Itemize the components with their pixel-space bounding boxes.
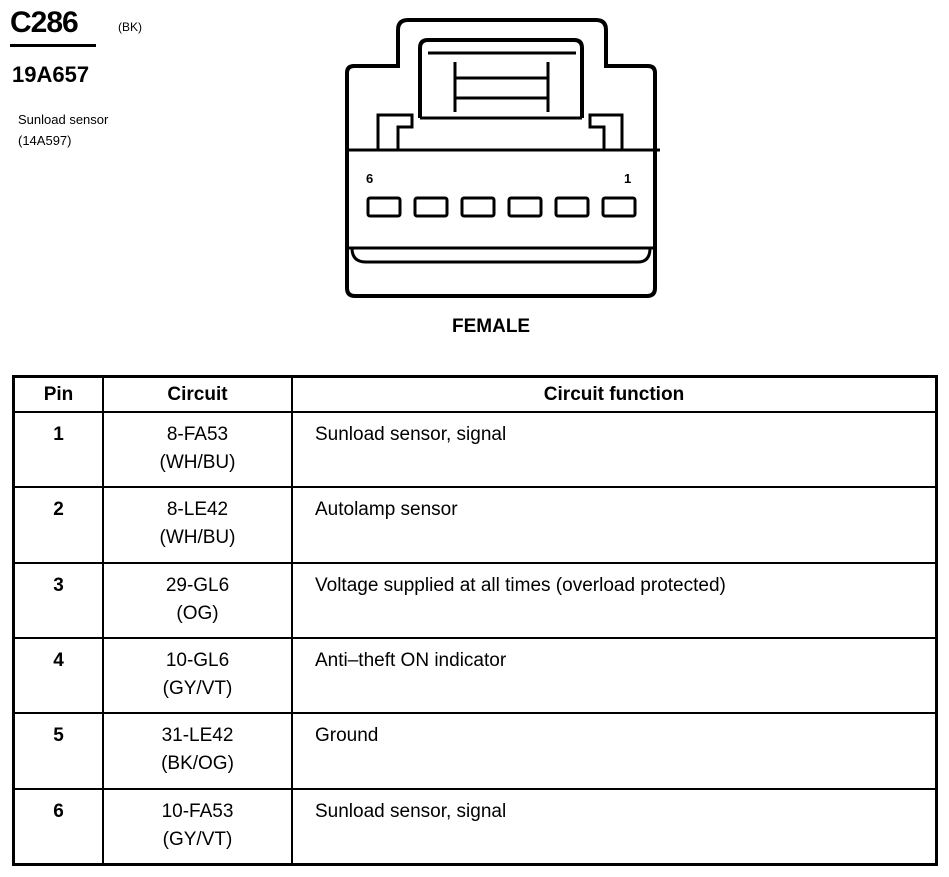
- wire-color: (GY/VT): [162, 677, 233, 699]
- circuit-function: Sunload sensor, signal: [291, 787, 938, 866]
- circuit-code: 29-GL6: [165, 574, 230, 596]
- pin-cavity-5: [413, 196, 449, 218]
- pin-number: 1: [12, 410, 104, 489]
- connector-face-diagram: 6 1: [345, 18, 660, 298]
- pin-number: 2: [12, 486, 104, 564]
- table-row: 3 29-GL6 (OG) Voltage supplied at all tim…: [12, 561, 938, 639]
- pin-cavity-1: [601, 196, 637, 218]
- latch-inner: [418, 38, 584, 118]
- pin-cavity-3: [507, 196, 543, 218]
- table-header-row: Pin Circuit Circuit function: [12, 375, 938, 413]
- pin-number: 5: [12, 712, 104, 790]
- tab-left: [376, 113, 414, 150]
- header-pin: Pin: [12, 375, 104, 413]
- table-row: 6 10-FA53 (GY/VT) Sunload sensor, signal: [12, 787, 938, 866]
- header-function: Circuit function: [291, 375, 938, 413]
- circuit-function: Autolamp sensor: [291, 486, 938, 564]
- circuit-cell: 10-FA53 (GY/VT): [102, 787, 293, 866]
- circuit-function: Anti–theft ON indicator: [291, 636, 938, 715]
- header-circuit: Circuit: [102, 375, 293, 413]
- circuit-cell: 8-FA53 (WH/BU): [102, 410, 293, 489]
- wire-color: (WH/BU): [159, 452, 236, 473]
- view-label: FEMALE: [452, 316, 531, 337]
- pin-cavity-4: [460, 196, 496, 218]
- circuit-code: 31-LE42: [161, 725, 234, 747]
- pin-label-1: 1: [624, 171, 631, 186]
- connector-id: C286: [10, 6, 79, 39]
- table-row: 5 31-LE42 (BK/OG) Ground: [12, 712, 938, 790]
- connector-id-underline: [10, 44, 96, 47]
- latch-outer: [345, 18, 657, 150]
- circuit-code: 8-LE42: [166, 499, 229, 521]
- wire-color: (GY/VT): [162, 828, 233, 850]
- circuit-cell: 8-LE42 (WH/BU): [102, 486, 293, 564]
- circuit-code: 8-FA53: [166, 424, 229, 445]
- part-number: 19A657: [12, 62, 90, 87]
- circuit-code: 10-GL6: [165, 649, 230, 671]
- pin-cavity-2: [554, 196, 590, 218]
- tab-right: [588, 113, 624, 150]
- pin-number: 3: [12, 561, 104, 639]
- connector-color: (BK): [118, 20, 142, 34]
- pin-label-6: 6: [366, 171, 373, 186]
- circuit-function: Ground: [291, 712, 938, 790]
- circuit-cell: 31-LE42 (BK/OG): [102, 712, 293, 790]
- circuit-function: Voltage supplied at all times (overload …: [291, 561, 938, 639]
- pin-number: 4: [12, 636, 104, 715]
- circuit-cell: 10-GL6 (GY/VT): [102, 636, 293, 715]
- circuit-function: Sunload sensor, signal: [291, 410, 938, 489]
- wire-color: (WH/BU): [159, 527, 236, 549]
- pin-number: 6: [12, 787, 104, 866]
- table-row: 1 8-FA53 (WH/BU) Sunload sensor, signal: [12, 410, 938, 489]
- pin-cavity-6: [366, 196, 402, 218]
- wire-color: (BK/OG): [161, 753, 234, 775]
- wire-color: (OG): [176, 602, 219, 624]
- circuit-cell: 29-GL6 (OG): [102, 561, 293, 639]
- circuit-code: 10-FA53: [161, 800, 234, 822]
- connector-body: [345, 150, 657, 298]
- connector-description: Sunload sensor: [18, 112, 109, 127]
- pinout-table: Pin Circuit Circuit function 1 8-FA53 (WH…: [12, 375, 938, 866]
- body-lower-lip: [350, 247, 652, 264]
- table-row: 2 8-LE42 (WH/BU) Autolamp sensor: [12, 486, 938, 564]
- connector-description-part: (14A597): [18, 133, 72, 148]
- table-row: 4 10-GL6 (GY/VT) Anti–theft ON indicator: [12, 636, 938, 715]
